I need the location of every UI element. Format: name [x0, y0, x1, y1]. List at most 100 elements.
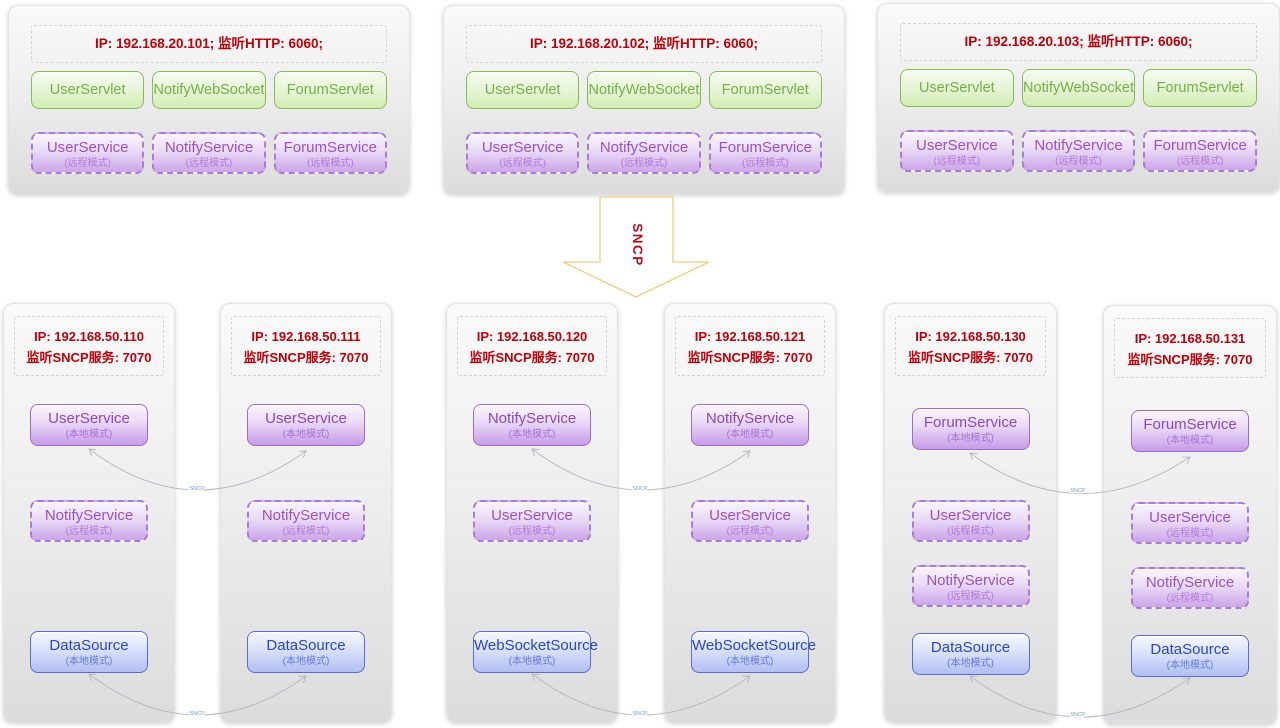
web-server-card-103: IP: 192.168.20.103; 监听HTTP: 6060; UserSe… — [877, 3, 1280, 193]
port-line: 监听SNCP服务: 7070 — [469, 350, 595, 365]
local-service-box: UserService (本地模式) — [247, 404, 365, 446]
service-mode: (远程模式) — [499, 158, 546, 169]
service-mode: (远程模式) — [947, 526, 994, 537]
service-name: NotifyService — [261, 507, 351, 524]
ip-line: IP: 192.168.50.110 — [34, 329, 144, 344]
service-mode: (本地模式) — [1166, 435, 1214, 446]
service-name: UserService — [929, 507, 1012, 524]
remote-service-box: ForumService (远程模式) — [708, 132, 822, 174]
service-mode: (远程模式) — [620, 158, 668, 169]
web-server-card-102: IP: 192.168.20.102; 监听HTTP: 6060; UserSe… — [443, 5, 845, 195]
servlet-box: ForumServlet — [1143, 69, 1258, 107]
port-line: 监听SNCP服务: 7070 — [26, 350, 152, 365]
service-mode: (远程模式) — [741, 158, 789, 169]
ip-line: IP: 192.168.50.131 — [1134, 331, 1246, 346]
port-line: 监听SNCP服务: 7070 — [687, 350, 813, 365]
service-mode: (远程模式) — [508, 526, 556, 537]
service-name: NotifyService — [487, 410, 577, 427]
ip-label: IP: 192.168.50.121 监听SNCP服务: 7070 — [675, 316, 825, 376]
service-mode: (远程模式) — [1166, 528, 1214, 539]
service-name: ForumService — [718, 139, 812, 156]
service-name: UserService — [709, 507, 791, 524]
service-mode: (本地模式) — [508, 656, 556, 667]
ip-line: IP: 192.168.50.121 — [694, 329, 806, 344]
service-mode: (本地模式) — [282, 656, 330, 667]
datasource-box: DataSource (本地模式) — [247, 631, 365, 673]
service-name: UserService — [491, 507, 573, 524]
port-line: 监听SNCP服务: 7070 — [908, 350, 1033, 365]
service-mode: (远程模式) — [1166, 593, 1214, 604]
remote-service-box: UserService (远程模式) — [466, 132, 580, 174]
remote-service-box: NotifyService (远程模式) — [152, 132, 266, 174]
ip-label: IP: 192.168.50.131 监听SNCP服务: 7070 — [1114, 318, 1266, 378]
remote-service-box: UserService (远程模式) — [900, 130, 1014, 172]
service-name: UserService — [265, 410, 347, 427]
service-name: UserService — [1149, 509, 1231, 526]
sncp-link-label: SNCP — [632, 711, 648, 717]
service-name: NotifyService — [926, 572, 1015, 589]
remote-service-box: NotifyService (远程模式) — [911, 565, 1030, 607]
ip-label: IP: 192.168.20.103; 监听HTTP: 6060; — [900, 23, 1257, 61]
ip-label: IP: 192.168.50.110 监听SNCP服务: 7070 — [14, 316, 164, 376]
sncp-node-card-120: IP: 192.168.50.120 监听SNCP服务: 7070 Notify… — [446, 303, 618, 723]
servlet-label: NotifyWebSocket — [588, 82, 700, 98]
ip-label: IP: 192.168.50.120 监听SNCP服务: 7070 — [457, 316, 607, 376]
service-name: ForumService — [923, 414, 1018, 431]
local-service-box: ForumService (本地模式) — [1131, 410, 1249, 452]
remote-service-box: NotifyService (远程模式) — [247, 500, 365, 542]
servlet-box: UserServlet — [900, 69, 1014, 107]
service-name: DataSource — [930, 639, 1011, 656]
websocketsource-box: WebSocketSource (本地模式) — [691, 631, 816, 673]
ip-label: IP: 192.168.50.130 监听SNCP服务: 7070 — [895, 316, 1046, 376]
servlet-box: NotifyWebSocket — [587, 71, 701, 109]
servlet-label: NotifyWebSocket — [1023, 80, 1134, 96]
service-name: WebSocketSource — [692, 637, 816, 654]
service-mode: (本地模式) — [947, 658, 994, 669]
service-mode: (远程模式) — [306, 158, 354, 169]
service-mode: (远程模式) — [185, 158, 233, 169]
sncp-node-card-110: IP: 192.168.50.110 监听SNCP服务: 7070 UserSe… — [3, 303, 175, 723]
service-name: DataSource — [266, 637, 346, 654]
datasource-box: DataSource (本地模式) — [1131, 635, 1249, 677]
servlet-box: NotifyWebSocket — [1021, 69, 1136, 107]
sncp-link-label: SNCP — [1070, 712, 1086, 718]
service-name: UserService — [48, 410, 130, 427]
service-name: ForumService — [1143, 416, 1237, 433]
local-service-box: ForumService (本地模式) — [911, 408, 1030, 450]
service-mode: (远程模式) — [1055, 156, 1102, 167]
servlet-label: UserServlet — [49, 82, 126, 98]
sncp-node-card-130: IP: 192.168.50.130 监听SNCP服务: 7070 ForumS… — [884, 303, 1057, 723]
service-name: NotifyService — [705, 410, 795, 427]
ip-line: IP: 192.168.50.130 — [915, 329, 1026, 344]
sncp-node-card-131: IP: 192.168.50.131 监听SNCP服务: 7070 ForumS… — [1103, 305, 1277, 725]
service-mode: (本地模式) — [947, 433, 994, 444]
service-mode: (本地模式) — [726, 656, 774, 667]
sncp-arrow-label: SNCP — [630, 223, 645, 267]
servlet-label: ForumServlet — [721, 82, 809, 98]
remote-service-box: NotifyService (远程模式) — [30, 500, 148, 542]
web-server-card-101: IP: 192.168.20.101; 监听HTTP: 6060; UserSe… — [8, 5, 410, 195]
service-mode: (本地模式) — [65, 656, 113, 667]
service-mode: (本地模式) — [726, 429, 774, 440]
service-mode: (本地模式) — [508, 429, 556, 440]
service-name: UserService — [915, 137, 998, 154]
remote-service-box: NotifyService (远程模式) — [587, 132, 701, 174]
datasource-box: DataSource (本地模式) — [30, 631, 148, 673]
service-name: DataSource — [49, 637, 129, 654]
service-name: NotifyService — [1034, 137, 1123, 154]
servlet-box: UserServlet — [31, 71, 145, 109]
ip-label: IP: 192.168.50.111 监听SNCP服务: 7070 — [231, 316, 381, 376]
service-name: NotifyService — [1145, 574, 1235, 591]
service-name: WebSocketSource — [474, 637, 598, 654]
service-mode: (本地模式) — [1166, 660, 1214, 671]
local-service-box: NotifyService (本地模式) — [473, 404, 591, 446]
service-name: NotifyService — [599, 139, 689, 156]
sncp-link-label: SNCP — [632, 486, 648, 492]
service-mode: (本地模式) — [65, 429, 113, 440]
port-line: 监听SNCP服务: 7070 — [243, 350, 369, 365]
service-name: NotifyService — [44, 507, 134, 524]
servlet-label: NotifyWebSocket — [153, 82, 265, 98]
remote-service-box: ForumService (远程模式) — [1143, 130, 1258, 172]
sncp-node-card-121: IP: 192.168.50.121 监听SNCP服务: 7070 Notify… — [664, 303, 836, 723]
